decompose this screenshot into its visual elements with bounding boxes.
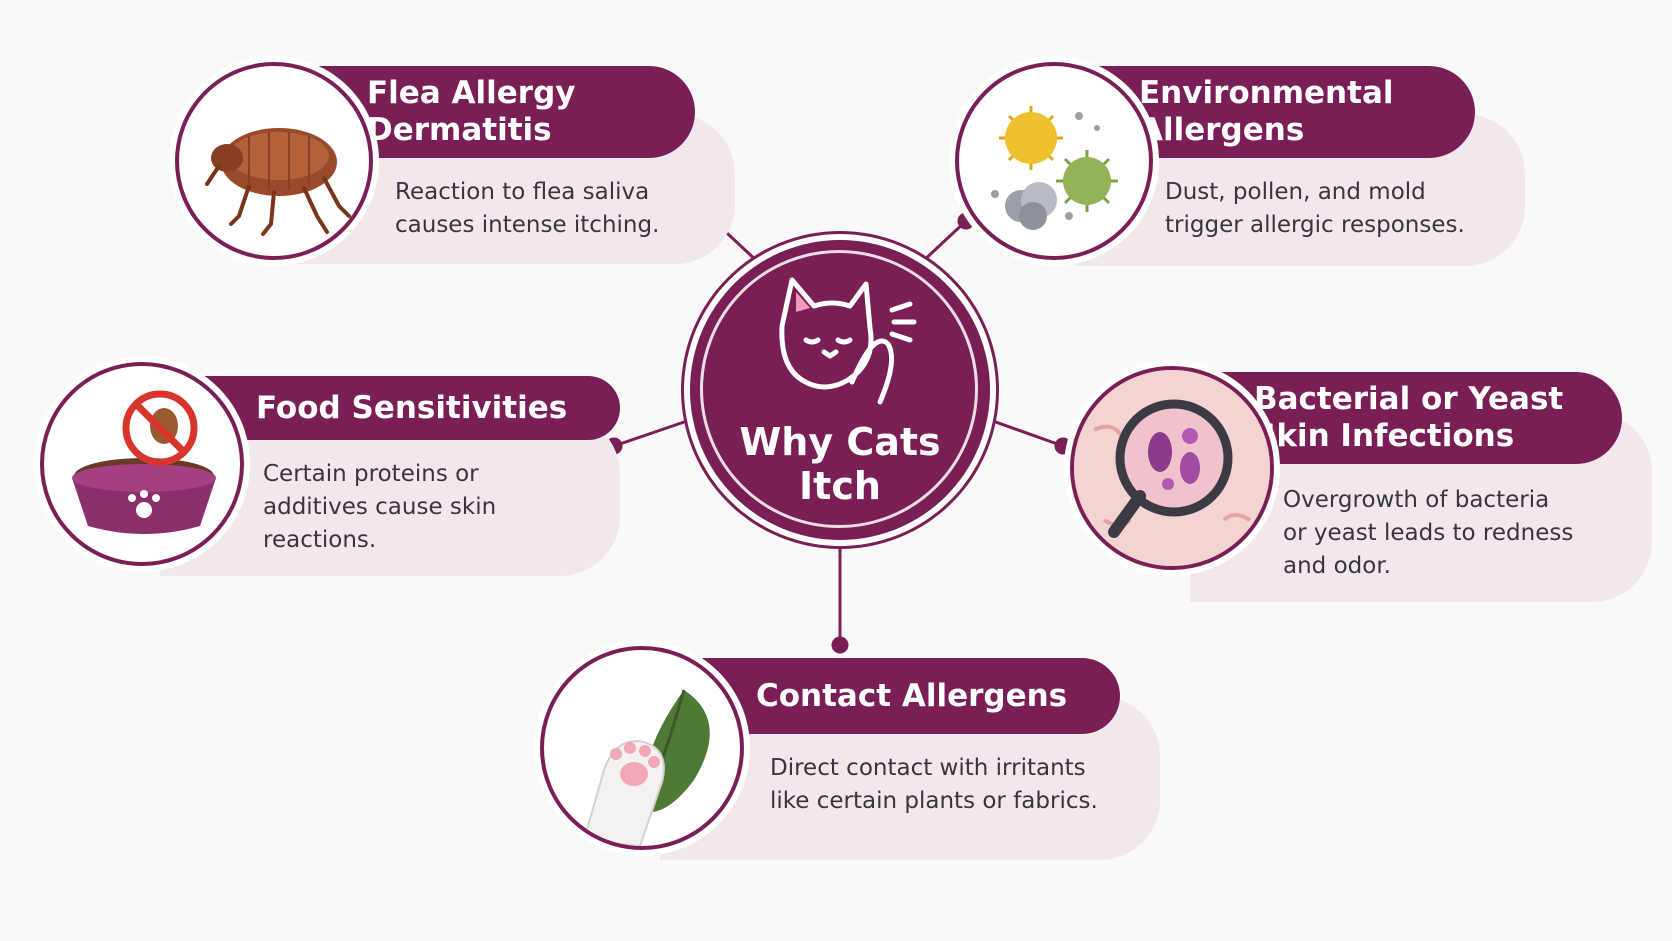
cause-description: Direct contact with irritants like certa… bbox=[770, 755, 1098, 814]
cause-title: Bacterial or Yeast Skin Infections bbox=[1254, 381, 1564, 454]
magnifier-microbes-icon bbox=[1070, 366, 1274, 570]
cause-description: Dust, pollen, and mold trigger allergic … bbox=[1165, 179, 1465, 238]
cause-card-flea-allergy: Flea Allergy Dermatitis Reaction to flea… bbox=[175, 58, 735, 268]
connector-dot bbox=[831, 636, 849, 654]
flea-icon bbox=[175, 62, 373, 260]
cause-card-contact-allergens: Contact Allergens Direct contact with ir… bbox=[540, 640, 1160, 862]
pollen-dust-icon bbox=[955, 62, 1153, 260]
scratching-cat-icon bbox=[779, 277, 917, 405]
cause-description: Reaction to flea saliva causes intense i… bbox=[395, 179, 660, 238]
cause-title: Environmental Allergens bbox=[1139, 75, 1394, 148]
cause-card-environmental-allergens: Environmental Allergens Dust, pollen, an… bbox=[955, 58, 1525, 270]
connector-dot bbox=[1054, 437, 1072, 455]
connector-dot bbox=[957, 212, 975, 230]
cause-title: Food Sensitivities bbox=[256, 389, 568, 426]
cause-title: Contact Allergens bbox=[756, 677, 1068, 714]
cause-description: Certain proteins or additives cause skin… bbox=[263, 461, 497, 553]
food-bowl-icon bbox=[40, 362, 244, 566]
cause-description: Overgrowth of bacteria or yeast leads to… bbox=[1283, 487, 1574, 579]
cause-title: Flea Allergy Dermatitis bbox=[367, 75, 576, 148]
paw-leaf-icon bbox=[540, 646, 744, 850]
hub-ring bbox=[700, 250, 978, 528]
cause-card-food-sensitivities: Food Sensitivities Certain proteins or a… bbox=[40, 358, 620, 580]
central-hub: Why Cats Itch bbox=[690, 240, 990, 540]
cause-card-skin-infections: Bacterial or Yeast Skin Infections Overg… bbox=[1070, 356, 1652, 606]
hub-title: Why Cats Itch bbox=[739, 420, 941, 508]
